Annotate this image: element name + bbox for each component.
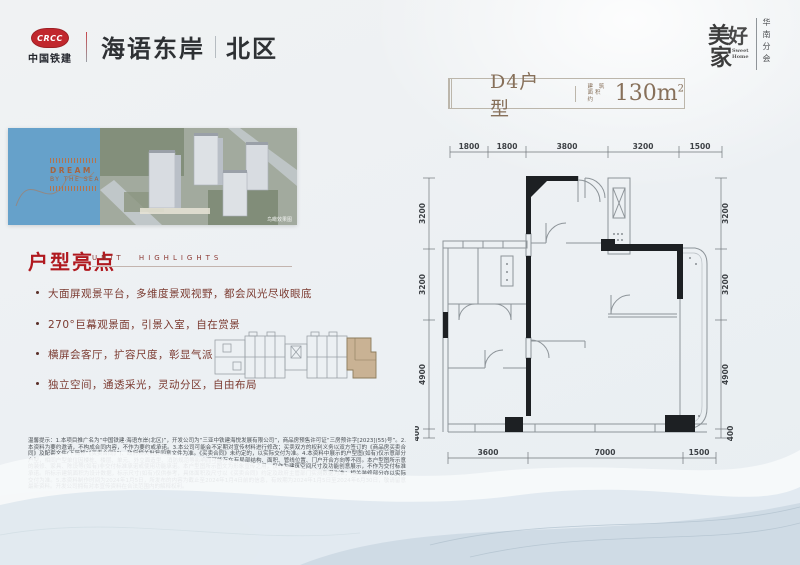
keyplan-highlight-unit bbox=[346, 337, 377, 379]
seal-char-1: 美 bbox=[708, 23, 731, 49]
highlight-text-4: 独立空间，通透采光，灵动分区，自由布局 bbox=[48, 379, 257, 391]
highlight-item-3: 横屏会客厅，扩容尺度，彰显气派 bbox=[36, 347, 366, 362]
dim-bottom-3: 1500 bbox=[689, 448, 710, 457]
brand-wrap: 海语东岸 北区 bbox=[101, 29, 278, 64]
keyplan-diagram bbox=[214, 331, 377, 379]
aerial-render: 鸟瞰效果图 bbox=[100, 128, 297, 225]
dim-left-4: 400 bbox=[415, 426, 421, 442]
highlight-item-1: 大面屏观景平台，多维度景观视野，都会风光尽收眼底 bbox=[36, 286, 366, 301]
dim-top-2: 1800 bbox=[497, 142, 518, 151]
dim-top-3: 3800 bbox=[557, 142, 578, 151]
plan-light-lines bbox=[683, 252, 703, 425]
hero-aerial-photo: 鸟瞰效果图 bbox=[100, 128, 297, 225]
area-label-line1: 建 筑 bbox=[587, 83, 607, 90]
highlights-title: 户型亮点 bbox=[28, 250, 116, 274]
plan-black-walls bbox=[443, 176, 695, 432]
background-waves bbox=[0, 450, 800, 565]
dim-top-1: 1800 bbox=[459, 142, 480, 151]
highlight-text-3: 横屏会客厅，扩容尺度，彰显气派 bbox=[48, 349, 213, 361]
crcc-emblem-icon: CRCC bbox=[31, 28, 69, 48]
area-label: 建 筑 面积约 bbox=[588, 84, 610, 104]
dim-right-3: 4900 bbox=[721, 364, 730, 385]
seal-char-3: 家 bbox=[710, 45, 733, 71]
brand-title: 海语东岸 bbox=[101, 34, 205, 63]
highlights-rule bbox=[92, 266, 292, 267]
plan-detail-dots bbox=[506, 233, 700, 420]
bullet-dot bbox=[36, 352, 39, 355]
area-sup: 2 bbox=[677, 83, 684, 95]
dream-line1: DREAM bbox=[50, 166, 93, 175]
unit-title-box: D4户型 建 筑 面积约 130m2 bbox=[448, 71, 685, 120]
deco-comb-bottom bbox=[50, 186, 98, 191]
script-flourish bbox=[15, 171, 95, 207]
bullet-dot bbox=[36, 382, 39, 385]
highlight-item-2: 270°巨幕观景面，引景入室，自在赏景 bbox=[36, 317, 366, 332]
dim-bottom-2: 7000 bbox=[595, 448, 616, 457]
dream-line2: BY THE SEA bbox=[50, 176, 100, 183]
dim-left-2: 3200 bbox=[418, 274, 427, 295]
plan-gray-walls bbox=[442, 176, 708, 433]
crcc-logo-text: 中国铁建 bbox=[28, 54, 72, 65]
district-label: 北区 bbox=[226, 34, 278, 63]
title-box-accent bbox=[449, 78, 452, 109]
area-number: 130m bbox=[614, 81, 678, 106]
dim-top-5: 1500 bbox=[690, 142, 711, 151]
highlight-text-2: 270°巨幕观景面，引景入室，自在赏景 bbox=[48, 319, 241, 331]
bullet-dot bbox=[36, 322, 39, 325]
highlight-text-1: 大面屏观景平台，多维度景观视野，都会风光尽收眼底 bbox=[48, 288, 312, 300]
floorplan-drawing: 1800 1800 3800 3200 1500 3600 7000 1500 … bbox=[415, 142, 735, 464]
dim-right-1: 3200 bbox=[721, 203, 730, 224]
highlights-subtitle: UNIT HIGHLIGHTS bbox=[92, 254, 223, 262]
dim-left-3: 4900 bbox=[418, 364, 427, 385]
dim-right-4: 400 bbox=[726, 426, 735, 442]
highlight-item-4: 独立空间，通透采光，灵动分区，自由布局 bbox=[36, 377, 366, 392]
header: CRCC 中国铁建 海语东岸 北区 bbox=[28, 28, 278, 65]
bullet-dot bbox=[36, 291, 39, 294]
seal-english: Sweet Home bbox=[732, 48, 749, 60]
deco-comb-top bbox=[50, 158, 98, 163]
dim-top-4: 3200 bbox=[633, 142, 654, 151]
title-box-divider bbox=[574, 85, 576, 102]
dimension-lines bbox=[423, 146, 727, 464]
seal-characters: 美 好 家 Sweet Home bbox=[708, 18, 750, 71]
unit-name: D4户型 bbox=[489, 70, 540, 120]
area-label-line2: 面积约 bbox=[587, 90, 603, 103]
seal-char-2: 好 bbox=[728, 24, 748, 48]
dim-bottom-1: 3600 bbox=[478, 448, 499, 457]
dim-right-2: 3200 bbox=[721, 274, 730, 295]
header-divider bbox=[86, 31, 87, 62]
photo-watermark: 鸟瞰效果图 bbox=[267, 216, 292, 223]
seal-branch-label: 华南分会 bbox=[756, 18, 772, 70]
dimension-labels: 1800 1800 3800 3200 1500 3600 7000 1500 … bbox=[415, 142, 735, 457]
hero-image: DREAM BY THE SEA bbox=[8, 128, 297, 225]
dim-left-1: 3200 bbox=[418, 203, 427, 224]
sweet-home-seal: 美 好 家 Sweet Home 华南分会 bbox=[708, 18, 772, 71]
brand-divider bbox=[215, 35, 216, 58]
area-value: 130m2 bbox=[615, 81, 684, 106]
crcc-logo: CRCC 中国铁建 bbox=[28, 28, 72, 65]
hero-blue-panel: DREAM BY THE SEA bbox=[8, 128, 100, 225]
